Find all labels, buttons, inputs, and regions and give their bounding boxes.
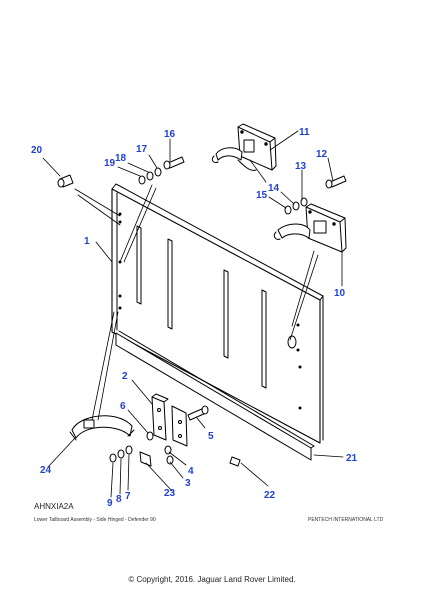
lower-hinge <box>273 203 347 253</box>
callout-14: 14 <box>268 183 280 194</box>
callout-labels: 1 2 3 4 5 6 7 8 9 10 11 12 13 14 15 16 1… <box>31 127 358 509</box>
callout-19: 19 <box>104 158 116 169</box>
callout-17: 17 <box>136 144 148 155</box>
bolt-12-assembly <box>284 175 347 215</box>
tailboard-panel <box>111 183 324 444</box>
strap-24 <box>69 415 135 441</box>
bolt-16-assembly <box>138 156 185 185</box>
cap-20 <box>57 174 74 188</box>
callout-16: 16 <box>164 129 176 140</box>
callout-2: 2 <box>122 371 128 382</box>
callout-1: 1 <box>84 236 90 247</box>
callout-11: 11 <box>299 127 310 138</box>
callout-7: 7 <box>125 491 131 502</box>
callout-24: 24 <box>40 465 52 476</box>
callout-9: 9 <box>107 498 113 509</box>
callout-10: 10 <box>334 288 346 299</box>
callout-13: 13 <box>295 161 307 172</box>
bottom-hinge-bracket <box>151 393 209 447</box>
callout-23: 23 <box>164 488 176 499</box>
vendor-credit: PENTECH INTERNATIONAL LTD <box>308 517 384 523</box>
callout-8: 8 <box>116 494 122 505</box>
diagram-caption: Lower Tailboard Assembly - Side Hinged -… <box>34 517 156 523</box>
callout-15: 15 <box>256 190 268 201</box>
callout-12: 12 <box>316 149 328 160</box>
diagram-reference-code: AHNXIA2A <box>34 502 74 511</box>
callout-18: 18 <box>115 153 127 164</box>
copyright-notice: © Copyright, 2016. Jaguar Land Rover Lim… <box>128 575 296 584</box>
callout-4: 4 <box>188 466 194 477</box>
callout-21: 21 <box>346 453 358 464</box>
callout-6: 6 <box>120 401 126 412</box>
callout-3: 3 <box>185 478 191 489</box>
hardware-small <box>109 431 241 467</box>
callout-22: 22 <box>264 490 276 501</box>
upper-hinge <box>211 123 277 171</box>
lower-strip <box>115 330 315 461</box>
leader-lines <box>42 130 344 498</box>
callout-5: 5 <box>208 431 214 442</box>
callout-20: 20 <box>31 145 43 156</box>
